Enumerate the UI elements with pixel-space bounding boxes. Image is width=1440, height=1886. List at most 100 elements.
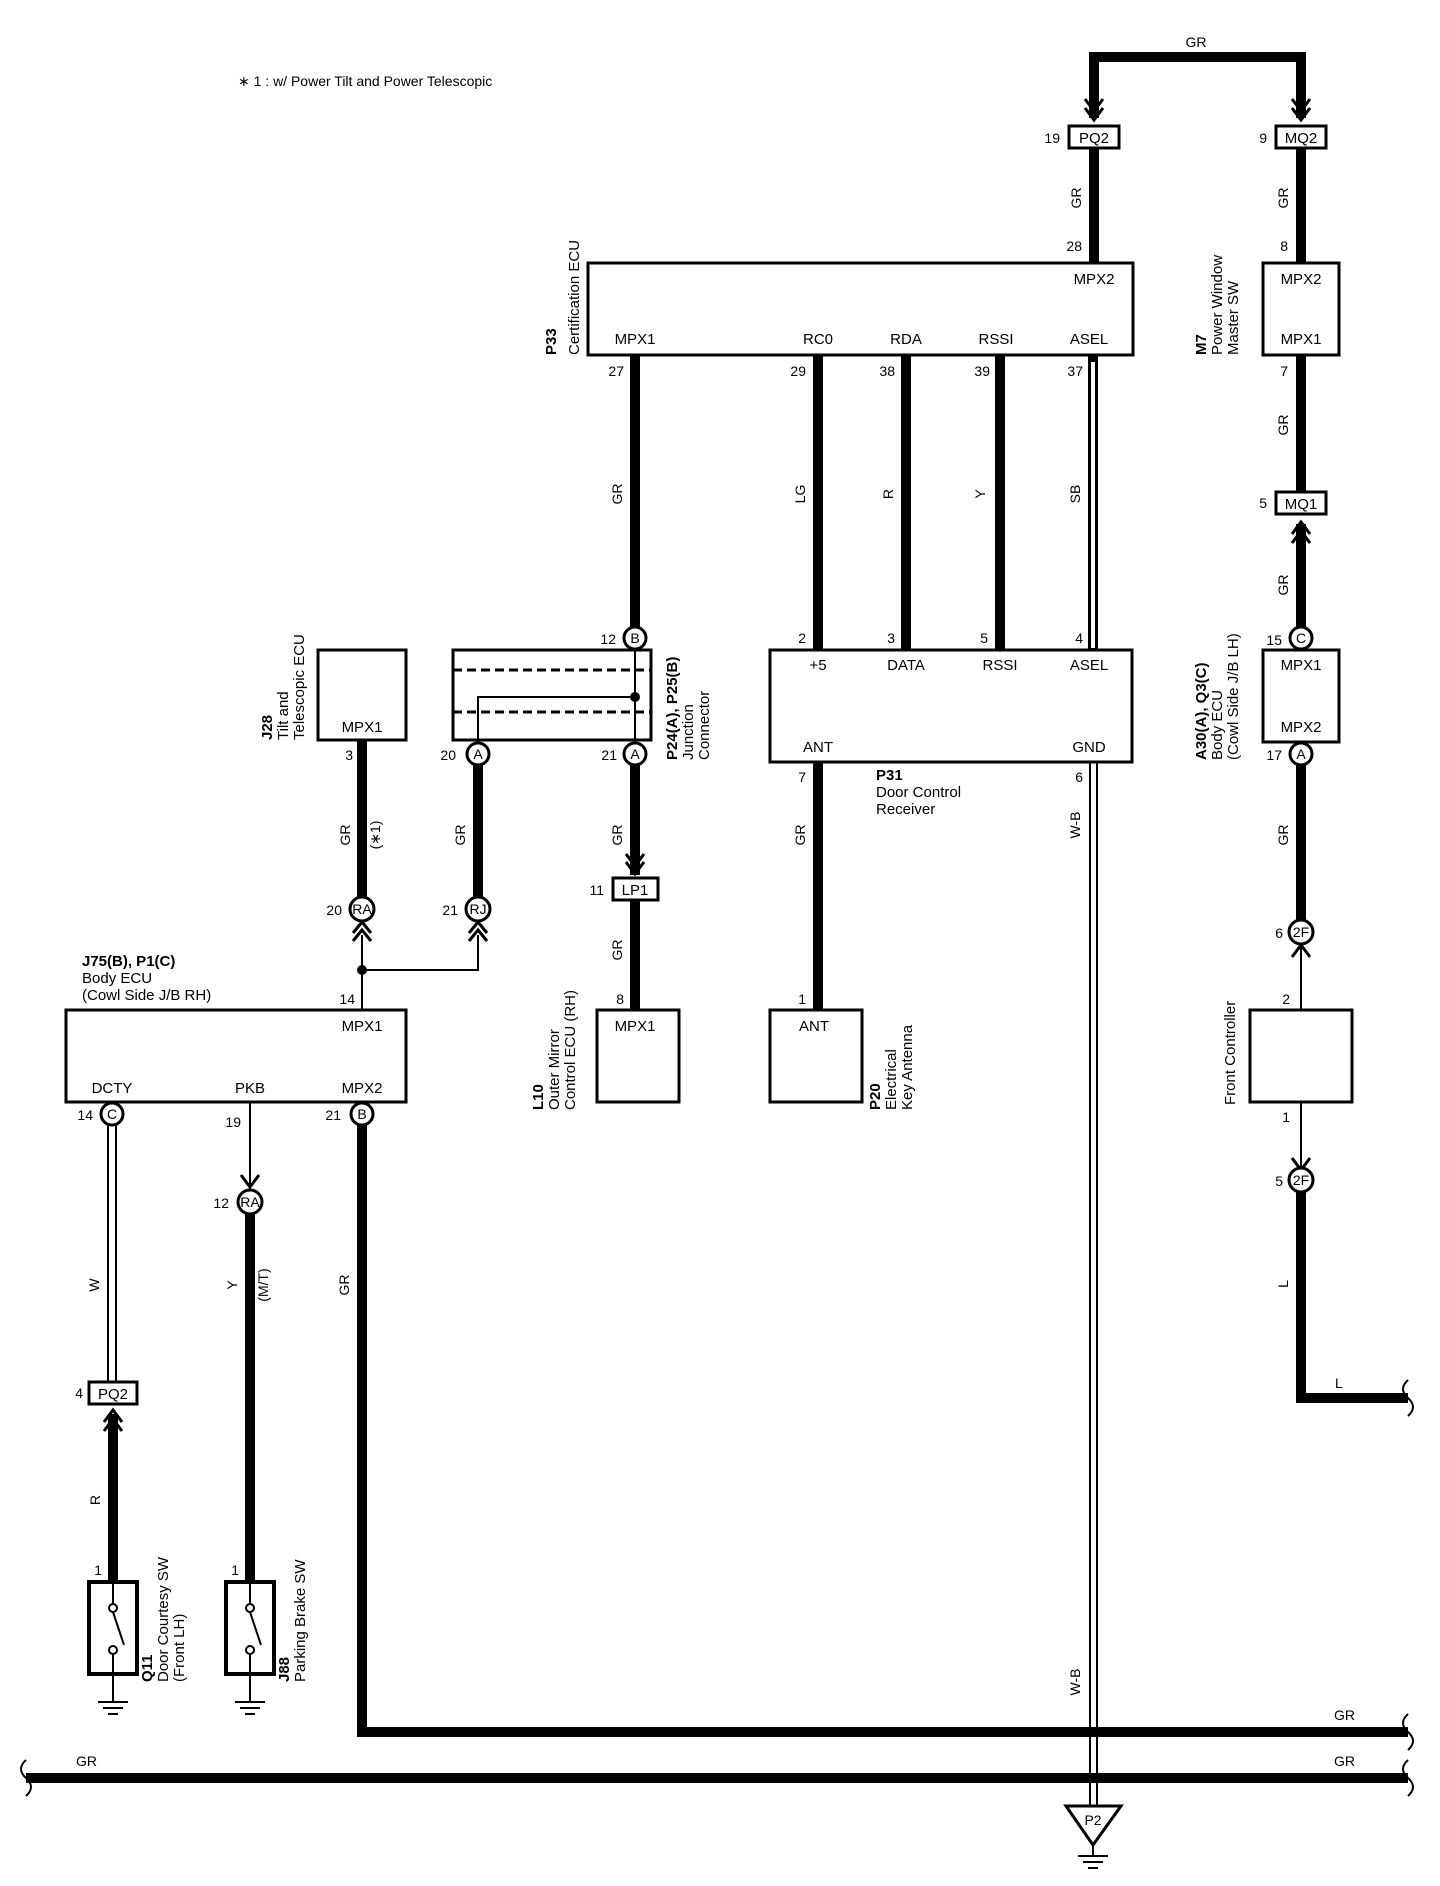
svg-text:A30(A), Q3(C): A30(A), Q3(C) — [1193, 662, 1210, 760]
svg-text:Door Courtesy SW: Door Courtesy SW — [155, 1556, 172, 1682]
svg-text:J88: J88 — [276, 1657, 293, 1682]
wire-gr-tilt-ra: 3 GR (∗1) — [337, 740, 383, 898]
svg-text:7: 7 — [1280, 363, 1288, 379]
svg-text:MPX2: MPX2 — [342, 1080, 383, 1097]
svg-text:Control ECU (RH): Control ECU (RH) — [562, 990, 579, 1110]
svg-text:LP1: LP1 — [622, 882, 649, 899]
svg-text:4: 4 — [1075, 630, 1083, 646]
wire-gr-mpx2-bus: GR GR — [336, 1125, 1414, 1751]
svg-text:Receiver: Receiver — [876, 801, 935, 818]
power-window-master-sw: M7 Power Window Master SW MPX2 MPX1 — [1193, 255, 1341, 357]
svg-text:2: 2 — [1282, 991, 1290, 1007]
svg-text:21: 21 — [325, 1107, 341, 1123]
svg-text:29: 29 — [790, 363, 806, 379]
svg-text:RA: RA — [240, 1194, 260, 1210]
svg-text:MPX2: MPX2 — [1281, 271, 1322, 288]
connector-2f-lower: 5 2F — [1275, 1166, 1315, 1194]
connector-pq2-lower: 4 PQ2 — [75, 1380, 139, 1432]
svg-text:P20: P20 — [867, 1083, 884, 1110]
svg-text:W-B: W-B — [1067, 812, 1083, 839]
svg-text:12: 12 — [213, 1195, 229, 1211]
wire-y-pkb-sw: Y (M/T) 1 — [224, 1214, 271, 1582]
wire-gr-mq2-pwmaster: GR 8 — [1275, 148, 1306, 263]
svg-text:3: 3 — [345, 747, 353, 763]
svg-text:(Front LH): (Front LH) — [171, 1614, 188, 1682]
svg-text:37: 37 — [1067, 363, 1083, 379]
svg-text:RC0: RC0 — [803, 331, 833, 348]
electrical-key-antenna: ANT P20 Electrical Key Antenna — [768, 1008, 916, 1110]
svg-text:Door Control: Door Control — [876, 784, 961, 801]
front-controller: Front Controller 1 — [1222, 1001, 1354, 1173]
wire-gr-mpx1-cert: 27 GR — [608, 355, 640, 627]
svg-text:J75(B), P1(C): J75(B), P1(C) — [82, 953, 175, 970]
svg-text:Junction: Junction — [680, 704, 697, 760]
svg-text:20: 20 — [326, 902, 342, 918]
connector-mq2: 9 MQ2 — [1259, 124, 1328, 150]
wire-gr-mq1-bodyecu-lh: GR — [1275, 524, 1306, 630]
connector-ra-upper: 20 RA — [326, 895, 376, 942]
wire-lg-rc0: 29 LG — [790, 355, 823, 655]
svg-text:J28: J28 — [259, 715, 276, 740]
body-ecu-lh: 15 C MPX1 MPX2 A30(A), Q3(C) Body ECU (C… — [1193, 625, 1341, 767]
wire-y-rssi: 39 Y — [972, 355, 1005, 655]
svg-text:15: 15 — [1266, 632, 1282, 648]
connector-b-mpx2: 21 B — [325, 1101, 375, 1127]
svg-text:Body ECU: Body ECU — [82, 970, 152, 987]
svg-text:Key Antenna: Key Antenna — [899, 1024, 916, 1110]
wire-r-rda: 38 R — [879, 355, 911, 655]
svg-text:11: 11 — [589, 882, 604, 898]
svg-text:MPX1: MPX1 — [342, 1018, 383, 1035]
footnote: ∗ 1 : w/ Power Tilt and Power Telescopic — [238, 73, 492, 89]
svg-text:GR: GR — [336, 1275, 352, 1296]
wire-pkb: 19 — [225, 1102, 261, 1190]
wire-gr-bodyecu-lh-2f: GR — [1275, 765, 1306, 925]
svg-text:PQ2: PQ2 — [1079, 130, 1109, 147]
svg-text:DCTY: DCTY — [92, 1080, 133, 1097]
svg-text:GR: GR — [76, 1753, 97, 1769]
svg-text:+5: +5 — [809, 657, 826, 674]
svg-text:1: 1 — [231, 1562, 239, 1578]
svg-text:5: 5 — [980, 630, 988, 646]
svg-text:Outer Mirror: Outer Mirror — [546, 1029, 563, 1110]
svg-text:LG: LG — [792, 485, 808, 504]
svg-text:14: 14 — [339, 991, 355, 1007]
wire-gr-pq2-cert: GR 28 — [1066, 148, 1099, 263]
wire-wb-gnd: 6 W-B W-B — [1067, 762, 1098, 1806]
svg-text:1: 1 — [1282, 1109, 1290, 1125]
svg-text:27: 27 — [608, 363, 624, 379]
svg-text:Body ECU: Body ECU — [1209, 690, 1226, 760]
body-ecu-rh: J75(B), P1(C) Body ECU (Cowl Side J/B RH… — [64, 953, 408, 1104]
svg-text:5: 5 — [1259, 495, 1267, 511]
svg-text:C: C — [1296, 630, 1306, 646]
svg-text:GR: GR — [609, 484, 625, 505]
svg-text:W-B: W-B — [1067, 1669, 1083, 1696]
connector-rj: 21 RJ — [442, 895, 492, 942]
svg-text:Master SW: Master SW — [1225, 280, 1242, 355]
connector-lp1: 11 LP1 — [589, 876, 660, 902]
svg-text:DATA: DATA — [887, 657, 925, 674]
svg-text:B: B — [357, 1106, 366, 1122]
svg-text:5: 5 — [1275, 1173, 1283, 1189]
wire-gr-bottom-bus: GR GR — [20, 1753, 1414, 1797]
svg-text:ANT: ANT — [803, 739, 833, 756]
svg-text:GR: GR — [1275, 188, 1291, 209]
svg-text:A: A — [473, 746, 483, 762]
svg-text:1: 1 — [798, 991, 806, 1007]
svg-text:C: C — [107, 1106, 117, 1122]
svg-text:14: 14 — [77, 1107, 93, 1123]
svg-text:Q11: Q11 — [139, 1654, 156, 1682]
svg-text:Tilt and: Tilt and — [275, 691, 292, 740]
junction-connector: 12 B 20 A 21 A P24(A), P25(B) Junction C… — [440, 625, 713, 767]
svg-text:9: 9 — [1259, 130, 1267, 146]
wire-r-door-sw: R 1 — [87, 1414, 118, 1582]
svg-text:GR: GR — [1334, 1707, 1355, 1723]
svg-text:2: 2 — [798, 630, 806, 646]
svg-text:Connector: Connector — [696, 691, 713, 760]
certification-ecu: P33 Certification ECU MPX2 MPX1 RC0 RDA … — [543, 240, 1135, 357]
svg-text:RA: RA — [352, 901, 372, 917]
svg-text:ANT: ANT — [799, 1018, 829, 1035]
svg-text:RSSI: RSSI — [982, 657, 1017, 674]
svg-text:GR: GR — [1275, 575, 1291, 596]
svg-text:M7: M7 — [1193, 334, 1210, 355]
svg-text:4: 4 — [75, 1385, 83, 1401]
